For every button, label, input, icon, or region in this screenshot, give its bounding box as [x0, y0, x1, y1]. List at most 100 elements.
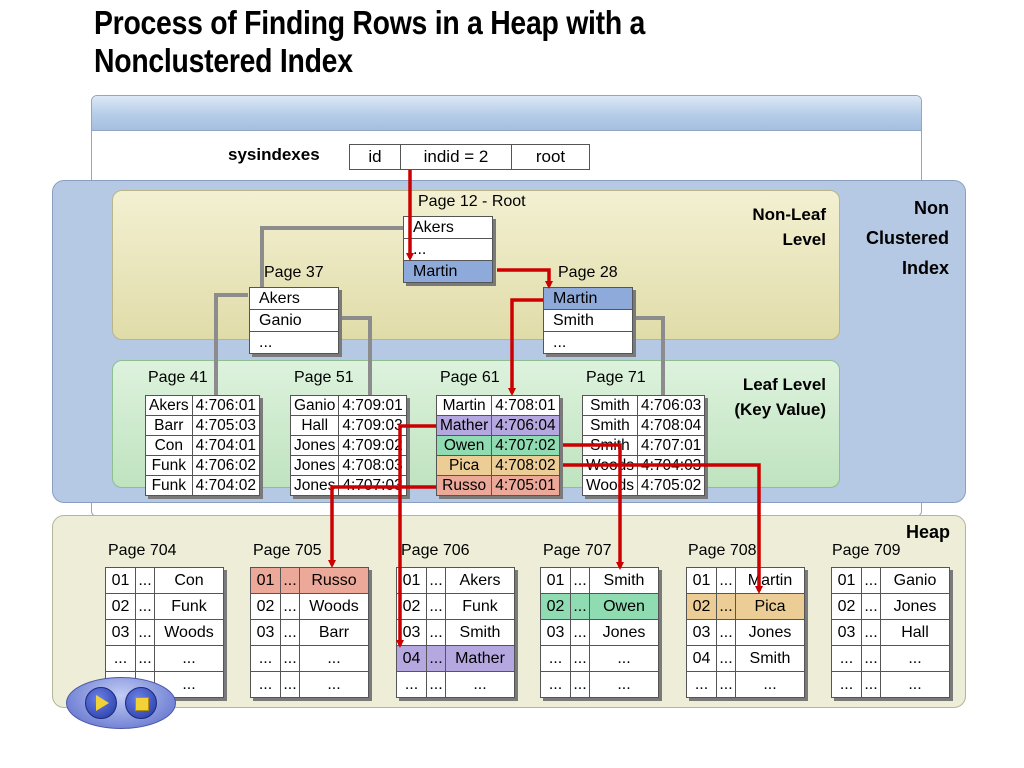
- leaf-label-line: (Key Value): [734, 400, 826, 419]
- non-leaf-label-line: Non-Leaf: [752, 205, 826, 224]
- nci-label-line: Non: [914, 198, 949, 218]
- heap-value: ...: [735, 671, 805, 698]
- play-button[interactable]: [85, 687, 117, 719]
- page-706-title: Page 706: [401, 542, 470, 559]
- leaf-rid: 4:706:02: [191, 455, 260, 476]
- leaf-rid-pica: 4:708:02: [491, 455, 560, 476]
- leaf-key: Ganio: [289, 395, 340, 416]
- heap-slot: 03: [396, 619, 427, 646]
- heap-dots: ...: [426, 567, 446, 594]
- leaf-key: Martin: [435, 395, 493, 416]
- heap-slot: ...: [105, 645, 136, 672]
- heap-slot: 02: [831, 593, 862, 620]
- heap-slot: ...: [540, 671, 571, 698]
- heap-dots: ...: [861, 671, 881, 698]
- leaf-rid: 4:705:02: [636, 475, 706, 496]
- page-705-table: 01...Russo 02...Woods 03...Barr ........…: [250, 567, 369, 698]
- heap-slot: 02: [105, 593, 136, 620]
- heap-value: ...: [299, 645, 369, 672]
- leaf-key: Con: [145, 435, 193, 456]
- sysindexes-indid-cell: indid = 2: [400, 144, 512, 170]
- heap-dots: ...: [426, 619, 446, 646]
- leaf-rid: 4:709:01: [338, 395, 407, 416]
- leaf-rid: 4:708:04: [636, 415, 706, 436]
- leaf-rid: 4:706:03: [636, 395, 706, 416]
- heap-slot: 01: [105, 567, 136, 594]
- leaf-rid: 4:706:01: [191, 395, 260, 416]
- page-61-title: Page 61: [440, 369, 500, 386]
- stop-button[interactable]: [125, 687, 157, 719]
- heap-dots: ...: [135, 567, 155, 594]
- leaf-key-mather: Mather: [435, 415, 493, 436]
- page-28-row-martin: Martin: [543, 287, 633, 310]
- non-leaf-level-label: Non-Leaf Level: [752, 202, 826, 252]
- heap-value-russo: Russo: [299, 567, 369, 594]
- leaf-key: Jones: [289, 435, 340, 456]
- leaf-key: Funk: [145, 455, 193, 476]
- heap-value: Jones: [880, 593, 950, 620]
- page-708-title: Page 708: [688, 542, 757, 559]
- leaf-key: Jones: [289, 455, 340, 476]
- leaf-key: Woods: [582, 475, 638, 496]
- leaf-rid-owen: 4:707:02: [491, 435, 560, 456]
- leaf-key-owen: Owen: [435, 435, 493, 456]
- leaf-level-label: Leaf Level (Key Value): [734, 372, 826, 422]
- heap-value: ...: [299, 671, 369, 698]
- leaf-key: Smith: [582, 435, 638, 456]
- page-28-table: Martin Smith ...: [543, 287, 633, 354]
- nonclustered-index-label: Non Clustered Index: [866, 193, 949, 283]
- leaf-key-russo: Russo: [435, 475, 493, 496]
- heap-value: Woods: [154, 619, 224, 646]
- heap-slot: 04: [686, 645, 717, 672]
- heap-slot: ...: [540, 645, 571, 672]
- heap-dots: ...: [716, 671, 736, 698]
- sysindexes-id-cell: id: [349, 144, 401, 170]
- heap-slot-mather: 04: [396, 645, 427, 672]
- heap-slot: 03: [105, 619, 136, 646]
- heap-label: Heap: [905, 522, 950, 542]
- heap-value: Martin: [735, 567, 805, 594]
- slide-title-line-2: Nonclustered Index: [94, 42, 353, 79]
- heap-value-pica: Pica: [735, 593, 805, 620]
- heap-value: Ganio: [880, 567, 950, 594]
- leaf-rid: 4:705:03: [191, 415, 260, 436]
- playback-controls: [66, 677, 176, 729]
- heap-slot: ...: [686, 671, 717, 698]
- heap-slot-russo: 01: [250, 567, 281, 594]
- leaf-rid: 4:707:01: [636, 435, 706, 456]
- heap-value: Smith: [445, 619, 515, 646]
- page-41-title: Page 41: [148, 369, 208, 386]
- heap-dots-owen: ...: [570, 593, 590, 620]
- page-707-table: 01...Smith 02...Owen 03...Jones ........…: [540, 567, 659, 698]
- leaf-key: Akers: [145, 395, 193, 416]
- heap-dots: ...: [280, 593, 300, 620]
- heap-dots: ...: [280, 671, 300, 698]
- page-37-title: Page 37: [264, 264, 324, 281]
- heap-dots: ...: [861, 619, 881, 646]
- page-51-title: Page 51: [294, 369, 354, 386]
- heap-value: Woods: [299, 593, 369, 620]
- heap-dots: ...: [426, 671, 446, 698]
- window-title-bar: [92, 96, 921, 131]
- heap-dots: ...: [570, 567, 590, 594]
- leaf-rid: 4:709:02: [338, 435, 407, 456]
- heap-slot: 01: [686, 567, 717, 594]
- leaf-key: Barr: [145, 415, 193, 436]
- heap-value: ...: [154, 645, 224, 672]
- page-704-table: 01...Con 02...Funk 03...Woods ......... …: [105, 567, 224, 698]
- heap-value: Smith: [589, 567, 659, 594]
- leaf-rid: 4:704:01: [191, 435, 260, 456]
- heap-dots: ...: [135, 619, 155, 646]
- non-leaf-label-line: Level: [782, 230, 826, 249]
- page-705-title: Page 705: [253, 542, 322, 559]
- heap-slot-pica: 02: [686, 593, 717, 620]
- heap-value: Smith: [735, 645, 805, 672]
- heap-slot: 03: [250, 619, 281, 646]
- root-row: ...: [403, 238, 493, 261]
- page-37-table: Akers Ganio ...: [249, 287, 339, 354]
- root-row-martin: Martin: [403, 260, 493, 283]
- heap-value: Akers: [445, 567, 515, 594]
